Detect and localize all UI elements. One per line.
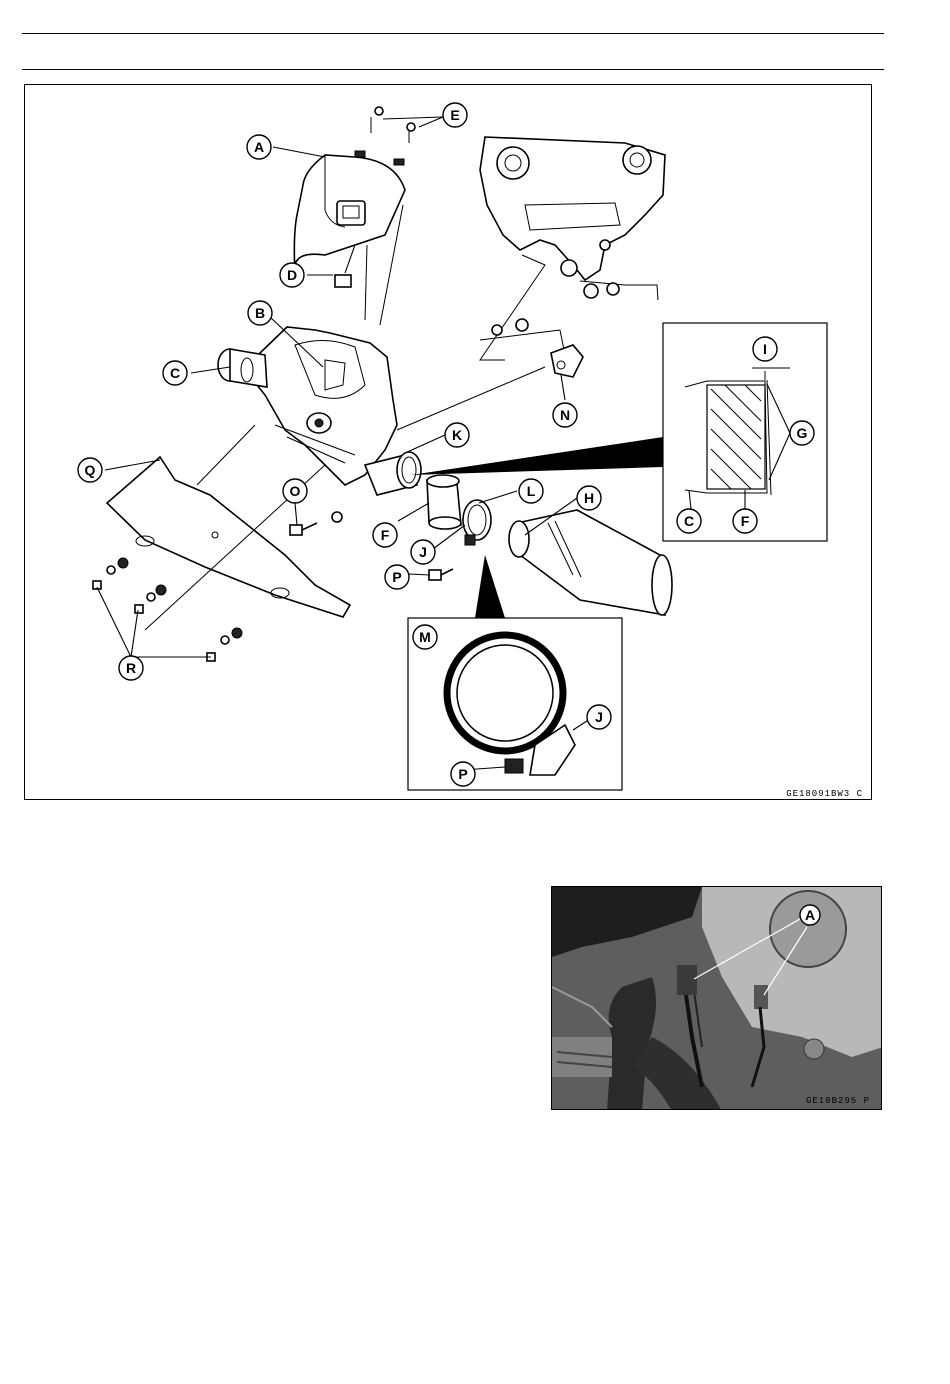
- callout-e: E: [443, 103, 467, 127]
- svg-text:C: C: [684, 513, 694, 529]
- detail-callout-i: I: [753, 337, 777, 361]
- detail-pointer-j: [475, 555, 505, 618]
- svg-text:F: F: [381, 527, 390, 543]
- detail-callout-j: J: [587, 705, 611, 729]
- callout-q: Q: [78, 458, 102, 482]
- detail-callout-c: C: [677, 509, 701, 533]
- svg-text:M: M: [419, 629, 431, 645]
- bolts-drawing: [355, 107, 415, 165]
- photo-figure-code: GE18B295 P: [806, 1096, 870, 1106]
- clamp-drawing: [463, 500, 491, 545]
- photo-drawing: A GE18B295 P: [552, 887, 882, 1110]
- svg-text:E: E: [450, 107, 459, 123]
- svg-text:D: D: [287, 267, 297, 283]
- svg-text:B: B: [255, 305, 265, 321]
- callout-a: A: [247, 135, 271, 159]
- header-rule-bottom: [22, 69, 884, 70]
- svg-text:A: A: [254, 139, 264, 155]
- svg-text:Q: Q: [85, 462, 96, 478]
- figure-code: GE18091BW3 C: [786, 789, 863, 799]
- bolt-p-drawing: [429, 569, 453, 580]
- header-rule-top: [22, 33, 884, 34]
- svg-text:P: P: [458, 766, 467, 782]
- callout-b: B: [248, 301, 272, 325]
- svg-text:K: K: [452, 427, 462, 443]
- sensor-pad-drawing: [335, 275, 351, 287]
- gasket-drawing: [427, 475, 461, 529]
- bolt-o-drawing: [290, 512, 342, 535]
- svg-text:P: P: [392, 569, 401, 585]
- svg-text:J: J: [419, 544, 427, 560]
- svg-text:J: J: [595, 709, 603, 725]
- svg-text:A: A: [805, 907, 815, 923]
- callout-j: J: [411, 540, 435, 564]
- mounting-bracket-drawing: [551, 345, 583, 377]
- svg-text:H: H: [584, 490, 594, 506]
- svg-text:C: C: [170, 365, 180, 381]
- callout-h: H: [577, 486, 601, 510]
- callout-r: R: [119, 656, 143, 680]
- callout-f: F: [373, 523, 397, 547]
- callout-k: K: [445, 423, 469, 447]
- svg-text:R: R: [126, 660, 136, 676]
- detail-callout-f: F: [733, 509, 757, 533]
- callout-p: P: [385, 565, 409, 589]
- svg-text:O: O: [290, 483, 301, 499]
- svg-text:N: N: [560, 407, 570, 423]
- callout-c: C: [163, 361, 187, 385]
- svg-text:G: G: [797, 425, 808, 441]
- detail-callout-p: P: [451, 762, 475, 786]
- callout-n: N: [553, 403, 577, 427]
- lower-cover-drawing: [107, 457, 350, 617]
- svg-text:L: L: [527, 483, 536, 499]
- svg-text:I: I: [763, 341, 767, 357]
- muffler-drawing: [517, 510, 665, 615]
- exhaust-chamber-drawing: [257, 327, 397, 485]
- detail-callout-g: G: [790, 421, 814, 445]
- exploded-view-figure: A E D B C K N Q O L H F J P R I G C F M …: [24, 84, 872, 800]
- callout-l: L: [519, 479, 543, 503]
- photo-callout-a: A: [800, 905, 820, 925]
- detail-callout-m: M: [413, 625, 437, 649]
- engine-bay-photo: A GE18B295 P: [551, 886, 882, 1110]
- callout-d: D: [280, 263, 304, 287]
- exploded-view-drawing: A E D B C K N Q O L H F J P R I G C F M …: [25, 85, 873, 801]
- svg-text:F: F: [741, 513, 750, 529]
- callout-o: O: [283, 479, 307, 503]
